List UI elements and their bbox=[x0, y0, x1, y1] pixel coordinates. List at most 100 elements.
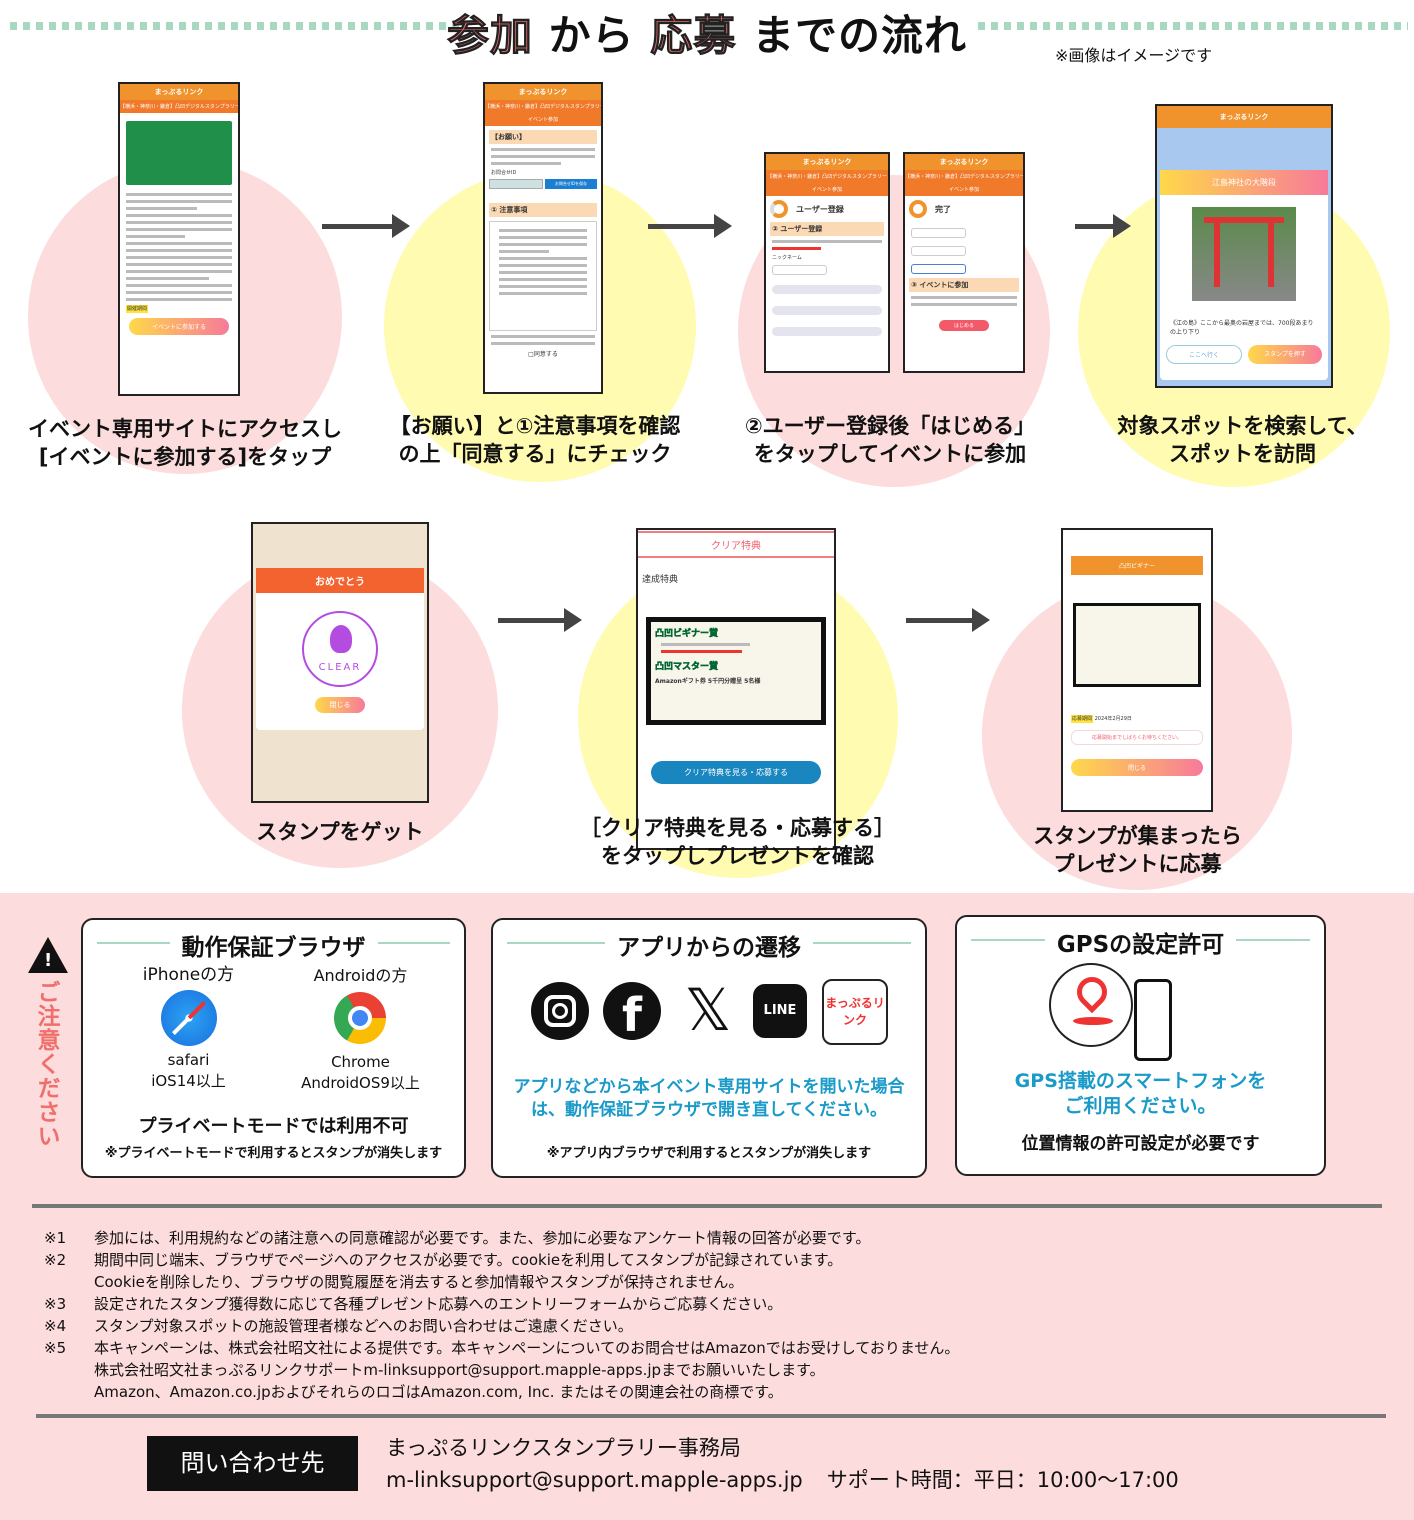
spot-description: 《江の島》ここから最奥の岩屋までは、700段あまりの上り下り bbox=[1170, 320, 1314, 336]
join-section: ③ イベントに参加 bbox=[909, 278, 1019, 292]
warning-icon bbox=[28, 937, 68, 973]
page-title: 参加 から 応募 までの流れ bbox=[447, 11, 967, 61]
divider bbox=[36, 1414, 1386, 1418]
warning-exclamation: ! bbox=[44, 950, 53, 971]
close-button[interactable]: 閉じる bbox=[1071, 759, 1203, 776]
gps-note: 位置情報の許可設定が必要です bbox=[1021, 1134, 1260, 1154]
event-title: 【横浜・神奈川・鎌倉】凸凹デジタルスタンプラリー bbox=[766, 170, 888, 183]
step3-caption: ②ユーザー登録後「はじめる」をタップしてイベントに参加 bbox=[744, 414, 1036, 466]
start-button[interactable]: はじめる bbox=[939, 320, 989, 331]
step6-caption: ［クリア特典を見る・応募する］をタップしプレゼントを確認 bbox=[580, 816, 895, 868]
private-mode-note: ※プライベートモードで利用するとスタンプが消失します bbox=[104, 1146, 443, 1161]
step5-caption: スタンプをゲット bbox=[256, 820, 424, 844]
nickname-input[interactable] bbox=[772, 265, 827, 275]
note-item: ※3 設定されたスタンプ獲得数に応じて各種プレゼント応募へのエントリーフォームから… bbox=[44, 1293, 782, 1315]
contact-details: m-linksupport@support.mapple-apps.jp サポート… bbox=[386, 1464, 1179, 1494]
register-title: ユーザー登録 bbox=[796, 204, 844, 214]
location-pin-icon bbox=[1049, 963, 1133, 1047]
step1-caption: イベント専用サイトにアクセスし[イベントに参加する]をタップ bbox=[28, 417, 342, 469]
contact-email[interactable]: m-linksupport@support.mapple-apps.jp bbox=[386, 1468, 803, 1492]
note-item: 株式会社昭文社まっぷるリンクサポートm-linksupport@support.… bbox=[44, 1359, 825, 1381]
decorative-dots-left bbox=[10, 22, 465, 30]
instagram-icon[interactable] bbox=[531, 982, 589, 1040]
view-reward-button[interactable]: クリア特典を見る・応募する bbox=[651, 761, 821, 784]
private-mode-title: プライベートモードでは利用不可 bbox=[138, 1116, 409, 1137]
caution-section: ① 注意事項 bbox=[489, 203, 597, 217]
clear-stamp-icon: CLEAR bbox=[302, 611, 378, 687]
nickname-label: ニックネーム bbox=[772, 255, 802, 261]
event-join-label: イベント参加 bbox=[485, 113, 601, 126]
phone-screen-apply: 凸凹ビギナー 応募期間 2024年2月29日 応募開始までしばらくお待ちください… bbox=[1061, 528, 1213, 812]
spot-name: 江島神社の大階段 bbox=[1160, 170, 1328, 195]
join-event-button[interactable]: イベントに参加する bbox=[129, 318, 229, 335]
divider bbox=[32, 1204, 1382, 1208]
register-section: ② ユーザー登録 bbox=[770, 222, 884, 236]
occupation-select[interactable] bbox=[772, 327, 882, 336]
x-icon[interactable]: 𝕏 bbox=[684, 976, 732, 1044]
event-join-label: イベント参加 bbox=[905, 183, 1023, 196]
arrow-right-icon bbox=[906, 608, 990, 632]
gps-message: GPS搭載のスマートフォンをご利用ください。 bbox=[1014, 1070, 1267, 1117]
close-button[interactable]: 閉じる bbox=[315, 697, 365, 713]
push-stamp-button[interactable]: スタンプを押す bbox=[1248, 345, 1322, 364]
gps-box-title: GPSの設定許可 bbox=[957, 925, 1324, 959]
agree-checkbox[interactable]: □同意する bbox=[528, 351, 558, 358]
caution-label: ご注意ください bbox=[33, 980, 59, 1148]
phone-screen-spot: まっぷるリンク 江島神社の大階段 《江の島》ここから最奥の岩屋までは、700段あ… bbox=[1155, 104, 1333, 388]
step4-caption: 対象スポットを検索して、スポットを訪問 bbox=[1117, 414, 1368, 466]
note-item: ※5 本キャンペーンは、株式会社昭文社による提供です。本キャンペーンについてのお問… bbox=[44, 1337, 959, 1359]
note-item: Amazon、Amazon.co.jpおよびそれらのロゴはAmazon.com,… bbox=[44, 1381, 783, 1403]
facebook-icon[interactable]: f bbox=[603, 982, 661, 1040]
note-text: 本キャンペーンは、株式会社昭文社による提供です。本キャンペーンについてのお問合せ… bbox=[94, 1339, 960, 1357]
reward-image bbox=[1073, 603, 1201, 687]
phone-screen-register: まっぷるリンク 【横浜・神奈川・鎌倉】凸凹デジタルスタンプラリー イベント参加 … bbox=[764, 152, 890, 373]
app-header: まっぷるリンク bbox=[766, 154, 888, 170]
app-box-title: アプリからの遷移 bbox=[493, 928, 925, 962]
phone-screen-notice: まっぷるリンク 【横浜・神奈川・鎌倉】凸凹デジタルスタンプラリー イベント参加 … bbox=[483, 82, 603, 394]
phone-screen-event-site: まっぷるリンク 【横浜・神奈川・鎌倉】凸凹デジタルスタンプラリー 開催期間 イベ… bbox=[118, 82, 240, 396]
step7-caption: スタンプが集まったらプレゼントに応募 bbox=[1033, 824, 1242, 876]
smartphone-icon bbox=[1134, 979, 1172, 1061]
note-text: 設定されたスタンプ獲得数に応じて各種プレゼント応募へのエントリーフォームからご応… bbox=[94, 1295, 783, 1313]
android-label: Androidの方 bbox=[313, 966, 408, 985]
note-text: スタンプ対象スポットの施設管理者様などへのお問い合わせはご遠慮ください。 bbox=[94, 1317, 633, 1335]
image-note: ※画像はイメージです bbox=[1055, 46, 1213, 65]
spot-photo bbox=[1192, 207, 1296, 301]
app-note: ※アプリ内ブラウザで利用するとスタンプが消失します bbox=[546, 1146, 872, 1161]
mapple-link-icon[interactable]: まっぷるリンク bbox=[822, 979, 888, 1045]
app-message: アプリなどから本イベント専用サイトを開いた場合は、動作保証ブラウザで開き直してく… bbox=[513, 1077, 905, 1120]
support-hours: サポート時間：平日：10:00〜17:00 bbox=[826, 1468, 1179, 1492]
arrow-right-icon bbox=[498, 608, 582, 632]
app-transition-box: アプリからの遷移 f 𝕏 LINE まっぷるリンク アプリなどから本イベント専用… bbox=[491, 918, 927, 1178]
reward-header: クリア特典 bbox=[638, 531, 834, 558]
note-item: Cookieを削除したり、ブラウザの閲覧履歴を消去すると参加情報やスタンプが保持… bbox=[44, 1271, 743, 1293]
gender-select[interactable] bbox=[772, 285, 882, 294]
note-mark: ※5 bbox=[44, 1339, 67, 1357]
note-mark: ※3 bbox=[44, 1295, 67, 1313]
arrow-right-icon bbox=[322, 214, 410, 238]
arrow-right-icon bbox=[1075, 214, 1131, 238]
event-banner bbox=[126, 121, 232, 185]
save-inquiry-id-button[interactable]: お問合せIDを保存 bbox=[545, 179, 597, 189]
arrow-right-icon bbox=[648, 214, 732, 238]
app-header: まっぷるリンク bbox=[905, 154, 1023, 170]
line-icon[interactable]: LINE bbox=[753, 984, 807, 1038]
phone-screen-complete: まっぷるリンク 【横浜・神奈川・鎌倉】凸凹デジタルスタンプラリー イベント参加 … bbox=[903, 152, 1025, 373]
note-text: Amazon、Amazon.co.jpおよびそれらのロゴはAmazon.com,… bbox=[94, 1383, 783, 1401]
safari-icon bbox=[161, 990, 217, 1046]
step2-caption: 【お願い】と①注意事項を確認の上「同意する」にチェック bbox=[389, 414, 681, 466]
phone-screen-clear-reward: クリア特典 達成特典 凸凹ビギナー賞 凸凹マスター賞 Amazonギフト券 5千… bbox=[636, 528, 836, 850]
app-header: まっぷるリンク bbox=[1157, 106, 1331, 128]
decorative-dots-right bbox=[978, 22, 1408, 30]
period-badge: 開催期間 bbox=[126, 305, 149, 313]
go-here-button[interactable]: ここへ行く bbox=[1166, 345, 1242, 364]
contact-office: まっぷるリンクスタンプラリー事務局 bbox=[386, 1436, 741, 1460]
birth-year-select[interactable] bbox=[772, 306, 882, 315]
note-mark: ※1 bbox=[44, 1229, 67, 1247]
